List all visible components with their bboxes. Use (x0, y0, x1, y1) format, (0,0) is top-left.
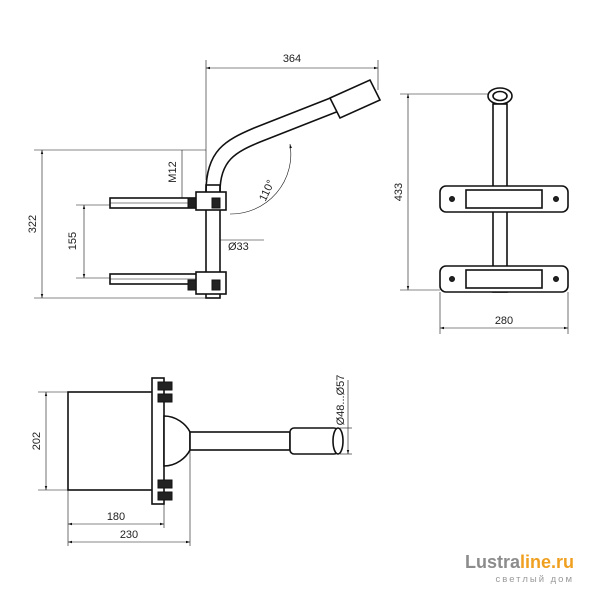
front-height-label: 433 (393, 183, 405, 201)
overall-height-label: 322 (27, 215, 39, 233)
lower-nut-2 (211, 279, 221, 291)
upper-nut (187, 197, 197, 209)
horizontal-pipe (189, 431, 291, 451)
pipe-opening (332, 427, 344, 455)
bent-arm-inner (219, 97, 373, 193)
lustraline-logo: Lustraline.ru светлый дом (465, 552, 574, 585)
logo-text-part1: Lustra (465, 552, 521, 572)
bottom-nut-upper (157, 479, 173, 489)
overall-width-label: 364 (283, 53, 301, 65)
angle-arc (229, 143, 292, 215)
top-nut-upper (157, 381, 173, 391)
top-nut-lower (157, 393, 173, 403)
bottom-nut-lower (157, 491, 173, 501)
tube-diameter-label: Ø33 (228, 241, 249, 253)
front-width-label: 280 (495, 315, 513, 327)
arm-end-tube (328, 78, 382, 120)
front-view: 433 280 (393, 87, 569, 334)
lower-nut (187, 279, 197, 291)
pipe-connector (163, 415, 191, 467)
top-view: 202 Ø48...Ø57 180 230 (31, 375, 352, 546)
upper-nut-2 (211, 197, 221, 209)
lower-bracket (195, 271, 227, 295)
bolt-label: M12 (167, 161, 179, 182)
pipe-end-inner (492, 90, 508, 102)
lower-bolt-right (553, 276, 559, 282)
bracket-spacing-label: 155 (67, 232, 79, 250)
upper-bolt-left (449, 196, 455, 202)
vertical-post (205, 184, 221, 299)
lower-bolt-left (449, 276, 455, 282)
mounting-block (67, 391, 157, 491)
logo-text-part2: line.ru (520, 552, 574, 572)
bent-arm-outer (205, 83, 367, 193)
upper-plate-center (465, 189, 543, 209)
overall-depth-label: 230 (120, 529, 138, 541)
pipe-end-sleeve (289, 427, 339, 455)
pipe-diameter-label: Ø48...Ø57 (335, 375, 347, 426)
depth-label: 180 (107, 511, 125, 523)
upper-bolt-right (553, 196, 559, 202)
logo-tagline: светлый дом (496, 574, 574, 585)
plate-height-label: 202 (31, 432, 43, 450)
side-view: 364 322 155 M12 (27, 53, 382, 299)
angle-label: 110° (257, 178, 277, 203)
upper-bracket (195, 191, 227, 211)
svg-text:Lustraline.ru: Lustraline.ru (465, 552, 574, 572)
lower-plate-center (465, 269, 543, 289)
